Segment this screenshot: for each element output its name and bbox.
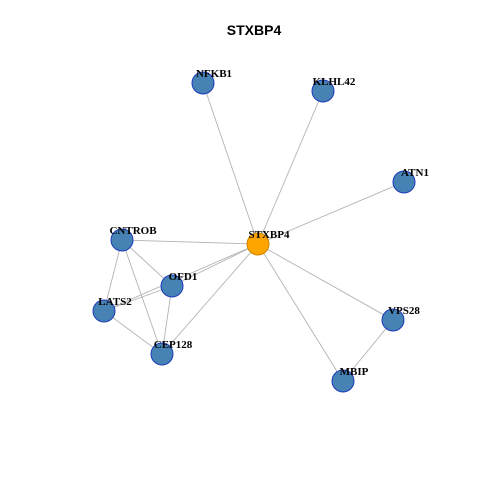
node-atn1[interactable] (392, 170, 416, 194)
edge-stxbp4-klhl42 (257, 90, 324, 245)
node-cep128[interactable] (150, 342, 174, 366)
edge-lats2-cep128 (103, 310, 163, 355)
edge-cntrob-lats2 (103, 239, 123, 312)
node-nfkb1[interactable] (191, 71, 215, 95)
node-label-atn1: ATN1 (401, 167, 429, 179)
node-vps28[interactable] (381, 308, 405, 332)
node-label-mbip: MBIP (340, 366, 369, 378)
node-label-ofd1: OFD1 (169, 271, 198, 283)
node-lats2[interactable] (92, 299, 116, 323)
node-mbip[interactable] (331, 369, 355, 393)
node-klhl42[interactable] (311, 79, 335, 103)
edge-stxbp4-nfkb1 (202, 82, 259, 245)
edge-stxbp4-ofd1 (171, 243, 259, 287)
node-label-klhl42: KLHL42 (313, 76, 356, 88)
node-cntrob[interactable] (110, 228, 134, 252)
node-stxbp4[interactable] (246, 232, 270, 256)
edge-stxbp4-cep128 (161, 243, 259, 355)
node-label-vps28: VPS28 (388, 305, 420, 317)
node-label-cntrob: CNTROB (109, 225, 157, 237)
node-label-lats2: LATS2 (98, 296, 132, 308)
edge-stxbp4-atn1 (257, 181, 405, 245)
edge-stxbp4-lats2 (103, 243, 259, 312)
node-ofd1[interactable] (160, 274, 184, 298)
edge-stxbp4-vps28 (257, 243, 394, 321)
edge-ofd1-lats2 (103, 285, 173, 312)
edge-stxbp4-cntrob (121, 239, 259, 245)
node-label-nfkb1: NFKB1 (196, 68, 232, 80)
edge-vps28-mbip (342, 319, 394, 382)
nodes-layer (92, 71, 416, 393)
edge-stxbp4-mbip (257, 243, 344, 382)
diagram-title: STXBP4 (227, 22, 282, 38)
node-label-cep128: CEP128 (154, 339, 193, 351)
node-label-stxbp4: STXBP4 (249, 229, 290, 241)
